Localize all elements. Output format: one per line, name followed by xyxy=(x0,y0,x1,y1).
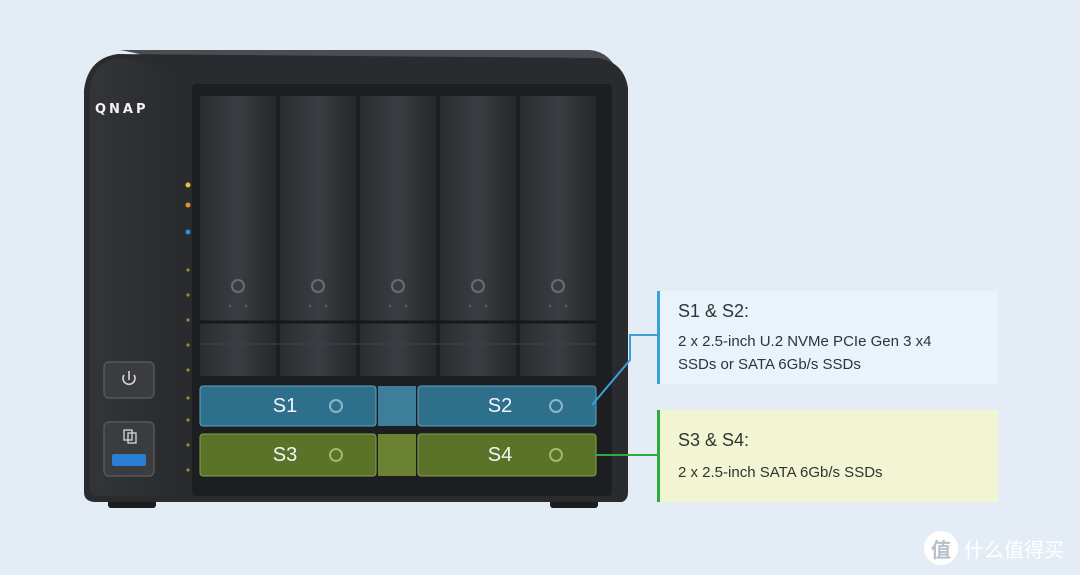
watermark-logo-icon: 值 xyxy=(924,531,958,565)
ssd-bay-lock-icons xyxy=(329,399,563,462)
callout-s1-s2-title: S1 & S2: xyxy=(678,301,750,321)
bay-label-s1: S1 xyxy=(272,395,298,417)
ssd-bay-s2 xyxy=(417,385,597,427)
bay-label-s4: S4 xyxy=(487,444,513,466)
ssd-bay-s3 xyxy=(199,433,377,477)
callout-s3-s4-title: S3 & S4: xyxy=(678,430,750,450)
bay-label-s3: S3 xyxy=(272,444,298,466)
callout-s1-s2: S1 & S2: 2 x 2.5-inch U.2 NVMe PCIe Gen … xyxy=(657,291,998,384)
ssd-bay-divider-bottom xyxy=(378,434,416,476)
callout-s1-s2-line2: SSDs or SATA 6Gb/s SSDs xyxy=(678,356,861,373)
copy-icon xyxy=(123,429,137,444)
bay-label-s2: S2 xyxy=(487,395,513,417)
watermark: 值 什么值得买 xyxy=(924,531,1064,565)
ssd-bay-divider-top xyxy=(378,386,416,426)
usb-port-icon xyxy=(112,454,146,466)
watermark-text: 什么值得买 xyxy=(964,537,1064,562)
ssd-bay-s1 xyxy=(199,385,377,427)
callout-s3-s4-line1: 2 x 2.5-inch SATA 6Gb/s SSDs xyxy=(678,464,883,481)
callout-s1-s2-line1: 2 x 2.5-inch U.2 NVMe PCIe Gen 3 x4 xyxy=(678,333,932,350)
hdd-trays xyxy=(200,96,596,376)
power-icon xyxy=(122,371,136,386)
callout-s3-s4: S3 & S4: 2 x 2.5-inch SATA 6Gb/s SSDs xyxy=(657,410,998,502)
status-leds xyxy=(185,182,191,472)
tray-lock-icons xyxy=(228,279,568,308)
brand-logo: QNAP xyxy=(95,102,149,117)
callout-connector-s12 xyxy=(591,334,658,406)
